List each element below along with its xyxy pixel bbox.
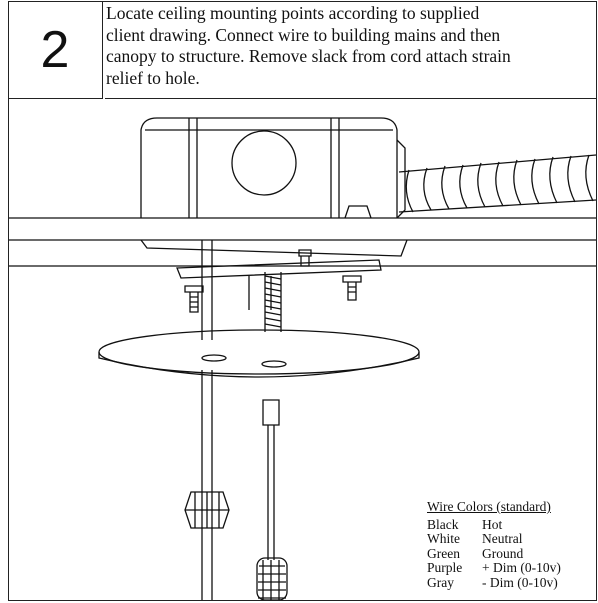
instruction-line: client drawing. Connect wire to building… — [106, 24, 501, 45]
wire-meaning: Hot — [482, 516, 503, 532]
mounting-screws — [184, 249, 362, 313]
legend-title: Wire Colors (standard) — [427, 499, 551, 514]
wire-meaning: Ground — [482, 545, 524, 561]
wire-meaning: - Dim (0-10v) — [482, 574, 558, 590]
wire-meaning: + Dim (0-10v) — [482, 560, 561, 575]
instruction-line: canopy to structure. Remove slack from c… — [106, 46, 511, 66]
threaded-stud — [264, 272, 282, 332]
installation-drawing — [9, 100, 596, 600]
instruction-line: Locate ceiling mounting points according… — [106, 3, 480, 23]
wire-color: Green — [427, 545, 460, 561]
strain-relief — [184, 491, 230, 529]
instruction-frame — [8, 1, 597, 601]
wire-color: Black — [427, 516, 459, 532]
flexible-conduit — [398, 154, 596, 213]
step-number: 2 — [40, 20, 70, 79]
step-cell: 2 — [8, 1, 103, 99]
wire-color-legend: Wire Colors (standard) Black Hot White N… — [427, 499, 561, 591]
mounting-bracket — [140, 239, 408, 310]
canopy-disk — [98, 329, 420, 378]
wire-color: Purple — [427, 560, 463, 575]
legend-row: White Neutral — [427, 531, 561, 547]
lead-wire — [256, 399, 288, 600]
wire-color: White — [427, 531, 460, 546]
installation-illustration — [9, 117, 596, 600]
wire-color: Gray — [427, 574, 454, 590]
suspension-cable — [201, 240, 213, 600]
wire-meaning: Neutral — [482, 531, 523, 546]
junction-box — [140, 117, 406, 219]
ceiling-panel — [9, 217, 596, 267]
instruction-line: relief to hole. — [106, 67, 200, 88]
instruction-text: Locate ceiling mounting points according… — [105, 1, 597, 99]
legend-row: Gray - Dim (0-10v) — [427, 574, 561, 591]
legend-row: Black Hot — [427, 516, 561, 533]
legend-row: Purple + Dim (0-10v) — [427, 560, 561, 576]
legend-row: Green Ground — [427, 545, 561, 562]
